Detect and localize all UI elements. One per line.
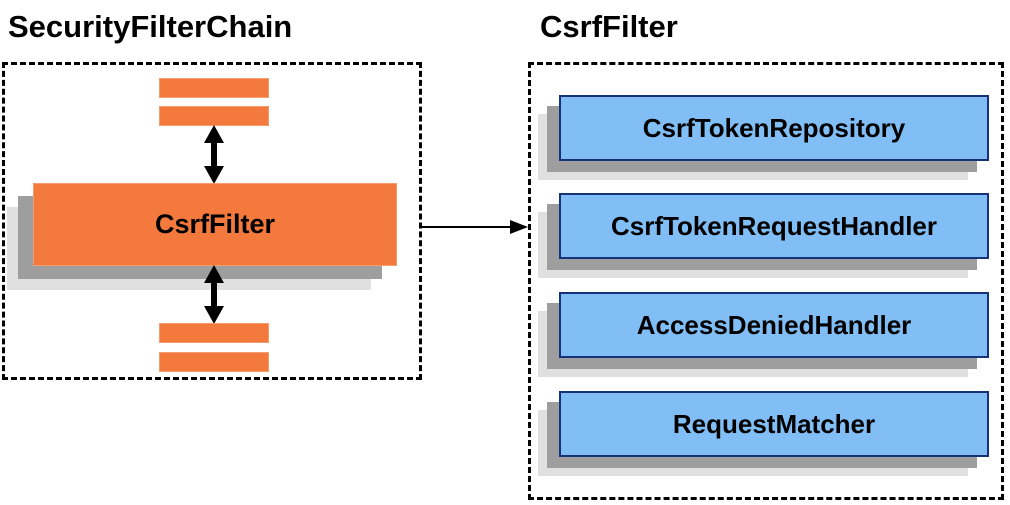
csrf-filter-box-label: CsrfFilter (154, 209, 276, 239)
csrf-token-repository-box: CsrfTokenRepository (559, 95, 989, 161)
component-box-label: CsrfTokenRepository (642, 112, 906, 143)
request-matcher-box: RequestMatcher (559, 391, 989, 457)
security-filter-chain-panel (2, 62, 422, 380)
csrf-filter-box: CsrfFilter (33, 183, 397, 266)
component-box-label: CsrfTokenRequestHandler (610, 210, 938, 241)
filter-placeholder-bar (159, 352, 269, 372)
double-arrow-icon (204, 265, 224, 324)
component-box-label: AccessDeniedHandler (636, 309, 912, 340)
csrf-filter-title: CsrfFilter (540, 9, 678, 44)
access-denied-handler-box: AccessDeniedHandler (559, 292, 989, 358)
arrow-right-icon (422, 220, 528, 234)
csrf-token-request-handler-box: CsrfTokenRequestHandler (559, 193, 989, 259)
filter-placeholder-bar (159, 106, 269, 126)
filter-placeholder-bar (159, 78, 269, 98)
csrf-filter-panel (528, 62, 1004, 500)
component-box-label: RequestMatcher (672, 408, 876, 439)
double-arrow-icon (204, 125, 224, 184)
filter-placeholder-bar (159, 323, 269, 343)
security-filter-chain-title: SecurityFilterChain (8, 9, 293, 44)
